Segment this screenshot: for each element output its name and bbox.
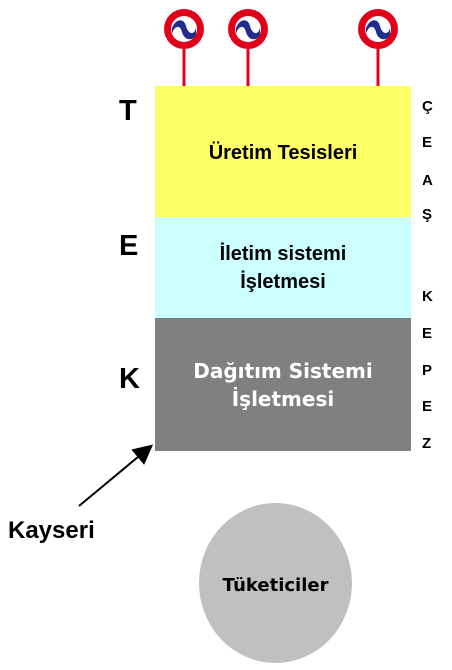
transmission-label-line2: İşletmesi	[240, 270, 326, 293]
side-letter-8: E	[422, 398, 433, 415]
generation-label-line1: Üretim Tesisleri	[208, 142, 358, 164]
kayseri-label: Kayseri	[8, 517, 95, 544]
transmission-label: İletim sistemi İşletmesi	[220, 240, 347, 296]
generation-label: Üretim Tesisleri	[209, 142, 358, 165]
side-letter-7: P	[422, 362, 433, 379]
distribution-block: Dağıtım Sistemi İşletmesi	[155, 318, 411, 451]
letter-t: T	[119, 95, 137, 127]
consumers-circle: Tüketiciler	[199, 503, 352, 663]
side-letter-5: K	[422, 288, 433, 305]
letter-e: E	[119, 230, 139, 262]
transmission-block: İletim sistemi İşletmesi	[155, 217, 411, 318]
consumers-label: Tüketiciler	[222, 574, 329, 596]
side-letter-1: Ç	[422, 98, 433, 115]
letter-k: K	[119, 363, 140, 395]
generator-icon-1	[162, 8, 206, 94]
transmission-label-line1: İletim sistemi	[219, 242, 347, 265]
side-letter-3: A	[422, 172, 433, 189]
side-letter-4: Ş	[422, 206, 433, 223]
side-letter-2: E	[422, 134, 433, 151]
arrow-icon	[78, 444, 154, 507]
generator-icon-3	[356, 8, 400, 94]
generator-icon-2	[226, 8, 270, 94]
distribution-label: Dağıtım Sistemi İşletmesi	[193, 357, 372, 413]
side-letter-9: Z	[422, 435, 432, 452]
distribution-label-line1: Dağıtım Sistemi	[193, 358, 373, 383]
side-letter-6: E	[422, 325, 433, 342]
generation-block: Üretim Tesisleri	[155, 86, 411, 217]
distribution-label-line2: İşletmesi	[231, 386, 335, 411]
